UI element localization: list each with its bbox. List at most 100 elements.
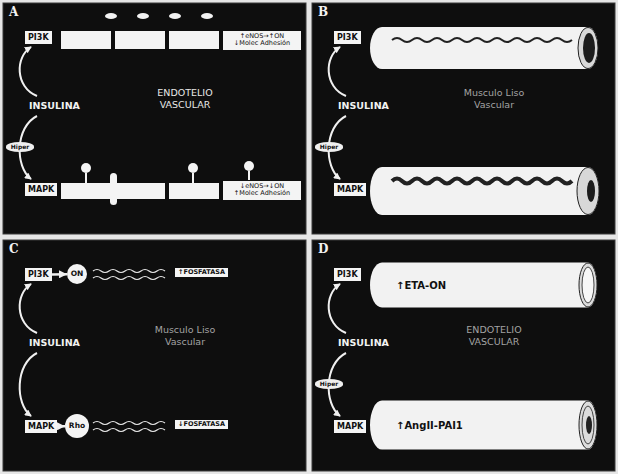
- signal-circle: ON: [67, 264, 87, 284]
- node-label: ON: [71, 270, 84, 278]
- pathway-box: MAPK: [334, 420, 366, 433]
- vessel-wall: [582, 406, 594, 444]
- vessel-end: [577, 168, 599, 215]
- pathway-box: MAPK: [25, 183, 57, 196]
- panel-letter: A: [9, 5, 18, 19]
- figure-panel: CINSULINAMusculo Liso VascularPI3KON↑FOS…: [3, 240, 306, 471]
- node-label: PI3K: [28, 270, 49, 279]
- vessel-contracted: [370, 167, 599, 215]
- panel-b-art: [329, 27, 599, 215]
- vessel-end: [579, 401, 597, 449]
- tissue-label: Musculo Liso Vascular: [137, 324, 233, 348]
- vessel-segment: ↑ETA-ON: [370, 262, 598, 308]
- tissue-label: Musculo Liso Vascular: [446, 87, 542, 111]
- endothelial-cell: [169, 183, 219, 199]
- insulin-arrow: [20, 47, 37, 96]
- pathway-box: PI3K: [25, 31, 52, 44]
- insulin-dot: [105, 13, 117, 19]
- vessel-lumen: [583, 33, 595, 63]
- panel-ground: [312, 240, 615, 471]
- insulin-arrow: [20, 353, 37, 416]
- insulin-arrow: [329, 47, 346, 96]
- node-label: ↑FOSFATASA: [178, 269, 225, 276]
- node-label: ↑AngII-PAI1: [396, 420, 463, 431]
- node-label: MAPK: [337, 422, 363, 431]
- panel-c-art: [20, 270, 165, 432]
- node-label: MAPK: [28, 422, 54, 431]
- signal-circle: Rho: [65, 414, 89, 438]
- pathway-box: PI3K: [334, 268, 361, 281]
- panel-ground: [3, 3, 306, 234]
- panel-letter: B: [318, 5, 328, 19]
- vessel-body: [370, 263, 597, 308]
- adhesion-molecule: [81, 163, 91, 173]
- endothelial-cell: [61, 31, 111, 49]
- hyperinsulinemia-oval: Hiper: [6, 142, 34, 151]
- node-label: Hiper: [11, 143, 29, 150]
- node-label: ↓FOSFATASA: [178, 421, 225, 428]
- adhesion-molecule: [85, 173, 87, 183]
- insulin-label: INSULINA: [338, 337, 389, 348]
- insulin-dot: [169, 13, 181, 19]
- vessel-end: [579, 263, 597, 307]
- node-label: PI3K: [337, 33, 358, 42]
- node-label: PI3K: [28, 33, 49, 42]
- panel-ground: [312, 3, 615, 234]
- node-label: ↓eNOS→↓ON ↑Molec Adhesión: [231, 183, 293, 198]
- panel-ground: [3, 240, 306, 471]
- node-label: PI3K: [337, 270, 358, 279]
- signal-arrow: [57, 425, 65, 428]
- pathway-box: MAPK: [25, 420, 57, 433]
- node-label: ↑eNOS→↑ON ↓Molec Adhesión: [231, 33, 293, 48]
- tissue-label: ENDOTELIO VASCULAR: [446, 324, 542, 348]
- pathway-box: PI3K: [334, 31, 361, 44]
- myosin-fiber: [93, 429, 165, 432]
- panel-a-art: [20, 13, 254, 205]
- phosphatase-box: ↑FOSFATASA: [175, 268, 228, 277]
- adhesion-molecule: [244, 161, 254, 171]
- phosphatase-box: ↓FOSFATASA: [175, 420, 228, 429]
- panel-d-art: [329, 284, 346, 416]
- cell-junction: [110, 173, 117, 205]
- signal-arrow: [52, 273, 67, 276]
- vessel-relaxed: [370, 27, 598, 69]
- pathway-box: PI3K: [25, 268, 52, 281]
- insulin-dot: [201, 13, 213, 19]
- hyperinsulinemia-oval: Hiper: [315, 142, 343, 151]
- node-label: MAPK: [337, 185, 363, 194]
- insulin-arrow: [20, 284, 37, 333]
- tissue-label: ENDOTELIO VASCULAR: [137, 87, 233, 111]
- vessel-lumen: [586, 416, 592, 434]
- adhesion-molecule: [248, 171, 250, 180]
- hyperinsulinemia-oval: Hiper: [315, 379, 343, 388]
- insulin-dot: [137, 13, 149, 19]
- insulin-label: INSULINA: [29, 100, 80, 111]
- endothelial-cell: ↑eNOS→↑ON ↓Molec Adhesión: [223, 31, 301, 50]
- myosin-fiber: [93, 422, 165, 425]
- myosin-fiber: [93, 277, 165, 280]
- panel-letter: D: [318, 242, 328, 256]
- vessel-body: [370, 401, 597, 450]
- vessel-lumen: [582, 267, 594, 303]
- node-label: Hiper: [320, 380, 338, 387]
- vessel-end: [578, 28, 598, 69]
- endothelial-cell: [169, 31, 219, 49]
- adhesion-molecule: [188, 163, 198, 173]
- node-label: MAPK: [28, 185, 54, 194]
- muscle-fiber: [392, 38, 572, 42]
- insulin-arrow: [329, 284, 346, 333]
- muscle-fiber: [392, 179, 572, 184]
- insulin-label: INSULINA: [338, 100, 389, 111]
- panel-letter: C: [9, 242, 19, 256]
- node-label: Rho: [69, 422, 85, 430]
- node-label: Hiper: [320, 143, 338, 150]
- myosin-fiber: [93, 270, 165, 273]
- figure-panel: B INSULINA Musculo Liso Vascular PI3K HiperM…: [312, 3, 615, 234]
- figure-panel: A INSULINA ENDOTELIO VASCULAR PI3K ↑eNOS→↑ON…: [3, 3, 306, 234]
- endothelial-cell: [61, 183, 111, 199]
- figure-panel: D INSULINA ENDOTELIO VASCULAR PI3K ↑ETA-ON Hi…: [312, 240, 615, 471]
- vessel-segment: ↑AngII-PAI1: [370, 400, 598, 450]
- endothelial-cell: [115, 31, 165, 49]
